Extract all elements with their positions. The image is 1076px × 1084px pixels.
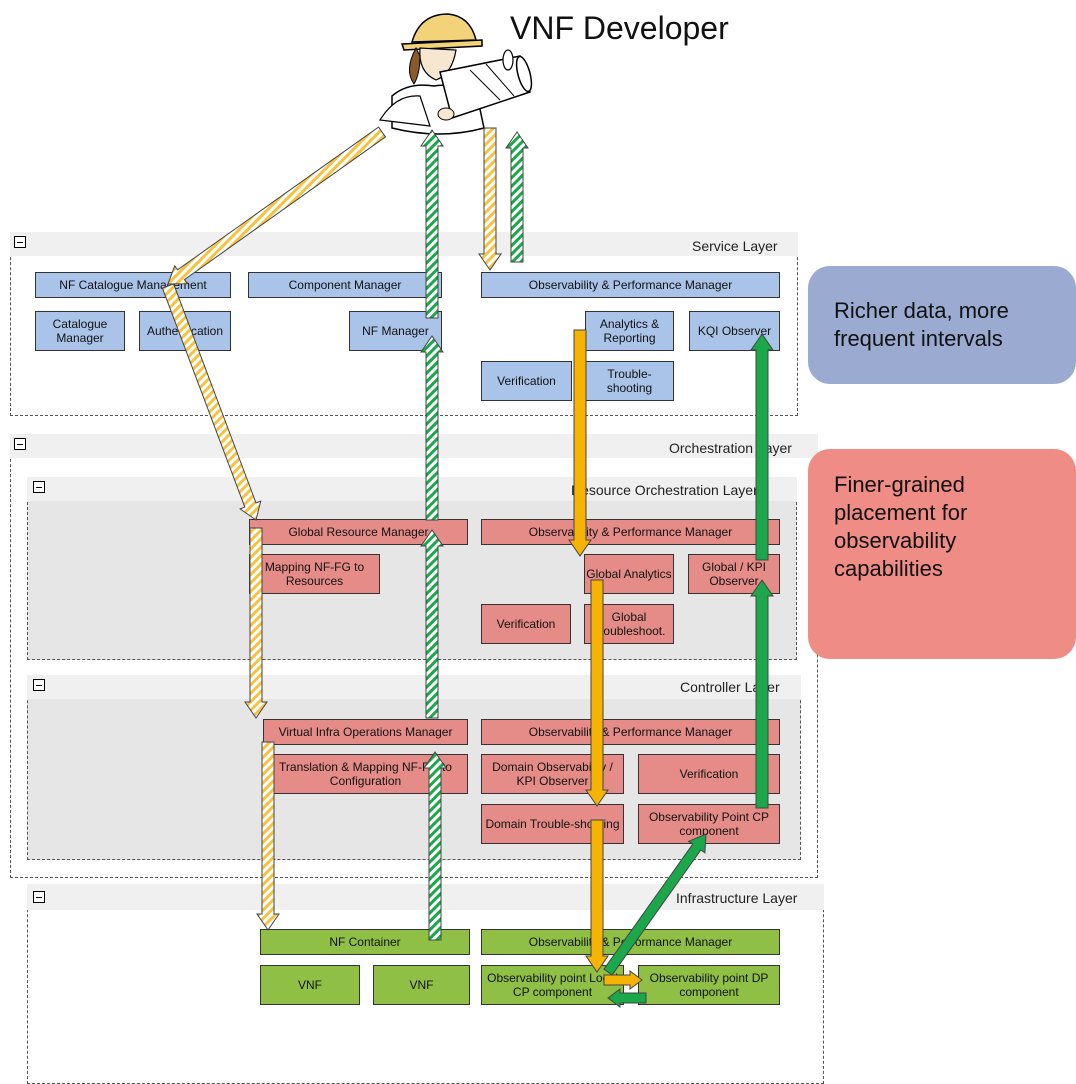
vnf-1[interactable]: VNF: [260, 965, 360, 1005]
resource-orchestration-collapse-button[interactable]: [33, 481, 45, 493]
global-troubleshoot[interactable]: Global Troubleshoot.: [584, 604, 674, 644]
service-troubleshooting[interactable]: Trouble-shooting: [585, 361, 674, 401]
service-verification[interactable]: Verification: [481, 361, 572, 401]
service-observability-performance-manager[interactable]: Observability & Performance Manager: [481, 272, 780, 298]
controller-layer-header: [27, 675, 801, 699]
infra-observability-performance-manager[interactable]: Observability & Performance Manager: [481, 929, 780, 955]
nf-container[interactable]: NF Container: [260, 929, 470, 955]
callout-finer-grained: Finer-grained placement for observabilit…: [808, 449, 1076, 659]
ro-verification[interactable]: Verification: [481, 604, 571, 644]
orchestration-layer-title: Orchestration Layer: [669, 440, 792, 456]
authentication[interactable]: Authentication: [139, 311, 231, 351]
controller-layer-title: Controller Layer: [680, 679, 780, 695]
virtual-infra-operations-manager[interactable]: Virtual Infra Operations Manager: [263, 719, 468, 745]
service-layer-collapse-button[interactable]: [14, 236, 26, 248]
mapping-nf-fg-resources[interactable]: Mapping NF-FG to Resources: [249, 554, 380, 594]
catalogue-manager[interactable]: Catalogue Manager: [35, 311, 125, 351]
service-layer-header: [10, 232, 798, 256]
global-kpi-observer[interactable]: Global / KPI Observer: [688, 554, 780, 594]
ro-observability-performance-manager[interactable]: Observability & Performance Manager: [481, 519, 780, 545]
vnf-2[interactable]: VNF: [373, 965, 470, 1005]
callout-richer-data: Richer data, more frequent intervals: [808, 266, 1076, 384]
nf-manager[interactable]: NF Manager: [349, 311, 442, 351]
orchestration-layer-header: [10, 434, 818, 458]
observability-point-cp-component[interactable]: Observability Point CP component: [638, 804, 780, 844]
infrastructure-layer-collapse-button[interactable]: [33, 891, 45, 903]
domain-observability-kpi-observer[interactable]: Domain Observability / KPI Observer: [481, 754, 624, 794]
component-manager[interactable]: Component Manager: [248, 272, 442, 298]
observability-point-dp[interactable]: Observability point DP component: [638, 965, 780, 1005]
resource-orchestration-title: Resource Orchestration Layer: [571, 482, 758, 498]
actor-title: VNF Developer: [510, 10, 729, 46]
nf-catalogue-management[interactable]: NF Catalogue Management: [35, 272, 231, 298]
translation-mapping[interactable]: Translation & Mapping NF-FG to Configura…: [263, 754, 468, 794]
controller-layer-collapse-button[interactable]: [33, 679, 45, 691]
domain-troubleshooting[interactable]: Domain Trouble-shooting: [481, 804, 624, 844]
ctrl-observability-performance-manager[interactable]: Observability & Performance Manager: [481, 719, 780, 745]
ctrl-verification[interactable]: Verification: [638, 754, 780, 794]
global-analytics[interactable]: Global Analytics: [584, 554, 674, 594]
global-resource-manager[interactable]: Global Resource Manager: [249, 519, 468, 545]
orchestration-layer-collapse-button[interactable]: [14, 438, 26, 450]
observability-point-local-cp[interactable]: Observability point Local CP component: [481, 965, 624, 1005]
infrastructure-layer-title: Infrastructure Layer: [676, 890, 798, 906]
kqi-observer[interactable]: KQI Observer: [689, 311, 780, 351]
service-layer-title: Service Layer: [692, 238, 778, 254]
resource-orchestration-layer: [27, 477, 797, 660]
analytics-reporting[interactable]: Analytics & Reporting: [585, 311, 674, 351]
resource-orchestration-header: [27, 477, 797, 501]
